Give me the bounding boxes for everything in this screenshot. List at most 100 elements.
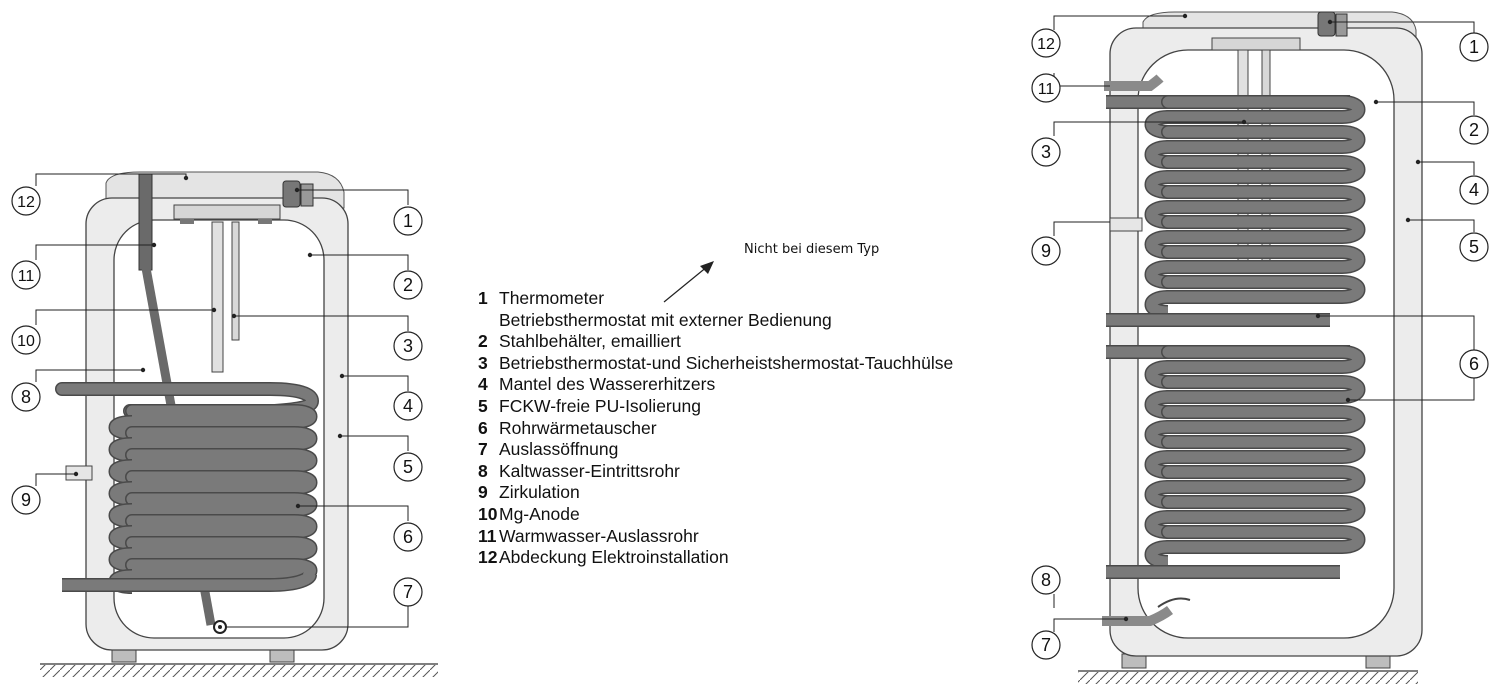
legend-text-continued: Betriebsthermostat mit externer Bedienun… [499,309,832,330]
left-thermometer [282,180,314,208]
legend-text: Betriebsthermostat-und Sicherheistshermo… [499,352,954,373]
callout-label: 9 [21,490,31,510]
left-anode-rod [211,221,224,373]
right-callout-4: 4 [1459,175,1489,205]
legend-number: 12 [478,547,498,568]
left-callout-3: 3 [393,331,423,361]
left-sensor-sleeve [231,221,240,341]
legend-number: 9 [478,482,488,503]
left-callout-1: 1 [393,206,423,236]
legend-item: 10Mg-Anode [478,504,953,526]
right-leader-dots [1123,13,1421,622]
legend-number: 3 [478,352,488,373]
legend-item: 1 Thermometer [478,288,953,310]
legend-item: 12Abdeckung Elektroinstallation [478,547,953,569]
right-flange [1211,37,1301,51]
right-callout-11: 11 [1031,73,1061,103]
callout-label: 6 [1469,354,1479,374]
callout-label: 1 [403,211,413,231]
legend-item: 7 Auslassöffnung [478,439,953,461]
legend-text: Mg-Anode [499,503,580,524]
legend-number: 7 [478,439,488,460]
not-this-type-note: Nicht bei diesem Typ [744,242,880,257]
callout-label: 2 [403,275,413,295]
callout-label: 5 [403,457,413,477]
legend-item: 9 Zirkulation [478,482,953,504]
left-flange [173,204,281,220]
legend-text: Rohrwärmetauscher [499,417,657,438]
left-coil [55,382,320,594]
legend-number: 6 [478,417,488,438]
right-hot-water-outlet [1104,74,1164,91]
right-thermometer [1317,11,1348,37]
legend-number: 5 [478,395,488,416]
legend-item: 8 Kaltwasser-Eintrittsrohr [478,461,953,483]
callout-label: 7 [1041,635,1051,655]
right-callout-7: 7 [1031,630,1061,660]
right-callout-12: 12 [1031,28,1061,58]
right-lower-coil [1106,345,1366,579]
note-arrow [663,261,714,303]
legend-text: Auslassöffnung [499,439,619,460]
left-callout-4: 4 [393,391,423,421]
right-callout-8: 8 [1031,565,1061,595]
legend-text: Warmwasser-Auslassrohr [499,525,699,546]
right-upper-coil [1106,95,1366,327]
right-callout-6: 6 [1459,349,1489,379]
callout-label: 7 [403,582,413,602]
legend-text: Zirkulation [499,482,580,503]
right-circulation-port [1109,217,1143,232]
callout-label: 9 [1041,241,1051,261]
callout-label: 12 [1037,36,1055,53]
legend-number: 2 [478,331,488,352]
left-callout-8: 8 [11,382,41,412]
callout-label: 4 [403,396,413,416]
legend-text: Thermometer [499,288,605,308]
callout-label: 3 [403,336,413,356]
callout-label: 10 [17,333,35,350]
right-ground [1078,670,1418,684]
legend-number: 10 [478,503,498,524]
callout-label: 12 [17,194,35,211]
callout-label: 4 [1469,180,1479,200]
legend-text: Stahlbehälter, emailliert [499,331,681,352]
left-leader-dots [73,175,345,509]
right-callout-1: 1 [1459,32,1489,62]
legend-item: 5 FCKW-freie PU-Isolierung [478,396,953,418]
left-ground [40,663,438,677]
legend-number: 8 [478,460,488,481]
legend-number: 1 [478,288,488,308]
callout-label: 1 [1469,37,1479,57]
callout-label: 11 [18,268,35,285]
left-callout-10: 10 [11,325,41,355]
left-boiler [40,171,438,677]
left-callout-12: 12 [11,186,41,216]
legend-text: Kaltwasser-Eintrittsrohr [499,460,680,481]
callout-label: 8 [1041,570,1051,590]
left-circulation-port [65,465,93,481]
left-callout-6: 6 [393,522,423,552]
right-callout-9: 9 [1031,236,1061,266]
left-callout-5: 5 [393,452,423,482]
callout-label: 3 [1041,142,1051,162]
right-callout-5: 5 [1459,232,1489,262]
left-callout-2: 2 [393,270,423,300]
left-callout-9: 9 [11,485,41,515]
legend-number: 4 [478,374,488,395]
legend-text: FCKW-freie PU-Isolierung [499,395,701,416]
callout-label: 6 [403,527,413,547]
left-callout-11: 11 [11,260,41,290]
legend-item: 6 Rohrwärmetauscher [478,418,953,440]
legend-item: 3 Betriebsthermostat-und Sicherheistsherm… [478,353,953,375]
left-callout-7: 7 [393,577,423,607]
right-boiler [1078,11,1423,684]
legend-text: Abdeckung Elektroinstallation [499,547,729,568]
right-callout-3: 3 [1031,137,1061,167]
callout-label: 11 [1038,81,1055,98]
